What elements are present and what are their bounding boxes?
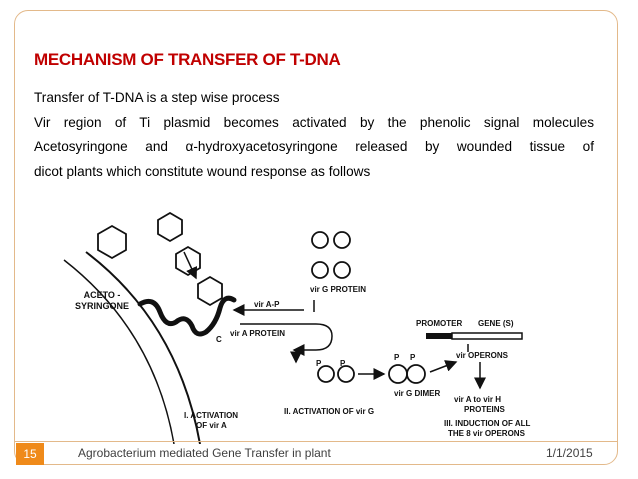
- gene-block: [451, 332, 523, 340]
- step-1-label-1: I. ACTIVATION: [184, 411, 238, 420]
- slide-body: Transfer of T-DNA is a step wise process…: [34, 86, 594, 184]
- vir-g-dimer-label: vir G DIMER: [394, 389, 440, 398]
- vir-ap-label: vir A-P: [254, 300, 280, 309]
- promoter-block: [426, 333, 452, 339]
- phospho-vir-g: [317, 364, 426, 384]
- phenolic-molecules: [97, 211, 223, 307]
- body-line-4: dicot plants which constitute wound resp…: [34, 163, 371, 179]
- genes-label: GENE (S): [478, 319, 514, 328]
- step-3-label-2: THE 8 vir OPERONS: [448, 429, 526, 438]
- body-line-1: Transfer of T-DNA is a step wise process: [34, 90, 280, 105]
- aceto-label-2: SYRINGONE: [75, 301, 129, 311]
- vir-g-protein-label: vir G PROTEIN: [310, 285, 366, 294]
- slide-frame: [14, 10, 618, 465]
- promoter-label: PROMOTER: [416, 319, 462, 328]
- cell-wall-outer: [85, 251, 201, 445]
- footer-date: 1/1/2015: [546, 446, 593, 460]
- cell-wall-inner: [63, 259, 175, 445]
- hexagon-arrow: [183, 251, 198, 280]
- mechanism-diagram: ACETO - SYRINGONE C vir G PROTEIN vir A-…: [63, 211, 530, 445]
- mechanism-figure: ACETO - SYRINGONE C vir G PROTEIN vir A-…: [58, 211, 598, 445]
- vir-g-circles: [311, 231, 351, 279]
- vir-a-to-h-label-1: vir A to vir H: [454, 395, 501, 404]
- slide-number-badge: 15: [16, 443, 44, 465]
- slide-title: MECHANISM OF TRANSFER OF T-DNA: [34, 50, 341, 69]
- p-label-4: P: [410, 353, 416, 362]
- vir-a-receptor: [137, 295, 237, 337]
- hexagon-3: [175, 245, 201, 277]
- footer-title: Agrobacterium mediated Gene Transfer in …: [78, 446, 331, 460]
- p-label-3: P: [394, 353, 400, 362]
- p-label-1: P: [316, 359, 322, 368]
- c-label: C: [216, 335, 222, 344]
- vir-operons-label: vir OPERONS: [456, 351, 509, 360]
- step-2-label: II. ACTIVATION OF vir G: [284, 407, 374, 416]
- footer-divider: [14, 441, 618, 442]
- aceto-label-1: ACETO -: [84, 290, 121, 300]
- hexagon-4: [197, 275, 223, 307]
- hexagon-2: [157, 211, 183, 243]
- body-line-2: Vir region of Ti plasmid becomes activat…: [34, 114, 594, 130]
- step-1-label-2: OF vir A: [196, 421, 227, 430]
- vir-a-to-h-label-2: PROTEINS: [464, 405, 506, 414]
- loop-return: [240, 323, 333, 356]
- hexagon-1: [97, 224, 127, 260]
- step-3-label-1: III. INDUCTION OF ALL: [444, 419, 530, 428]
- vir-a-protein-label: vir A PROTEIN: [230, 329, 285, 338]
- p-label-2: P: [340, 359, 346, 368]
- body-line-3: Acetosyringone and α-hydroxyacetosyringo…: [34, 139, 594, 154]
- dimer-to-promoter-arrow: [429, 360, 458, 373]
